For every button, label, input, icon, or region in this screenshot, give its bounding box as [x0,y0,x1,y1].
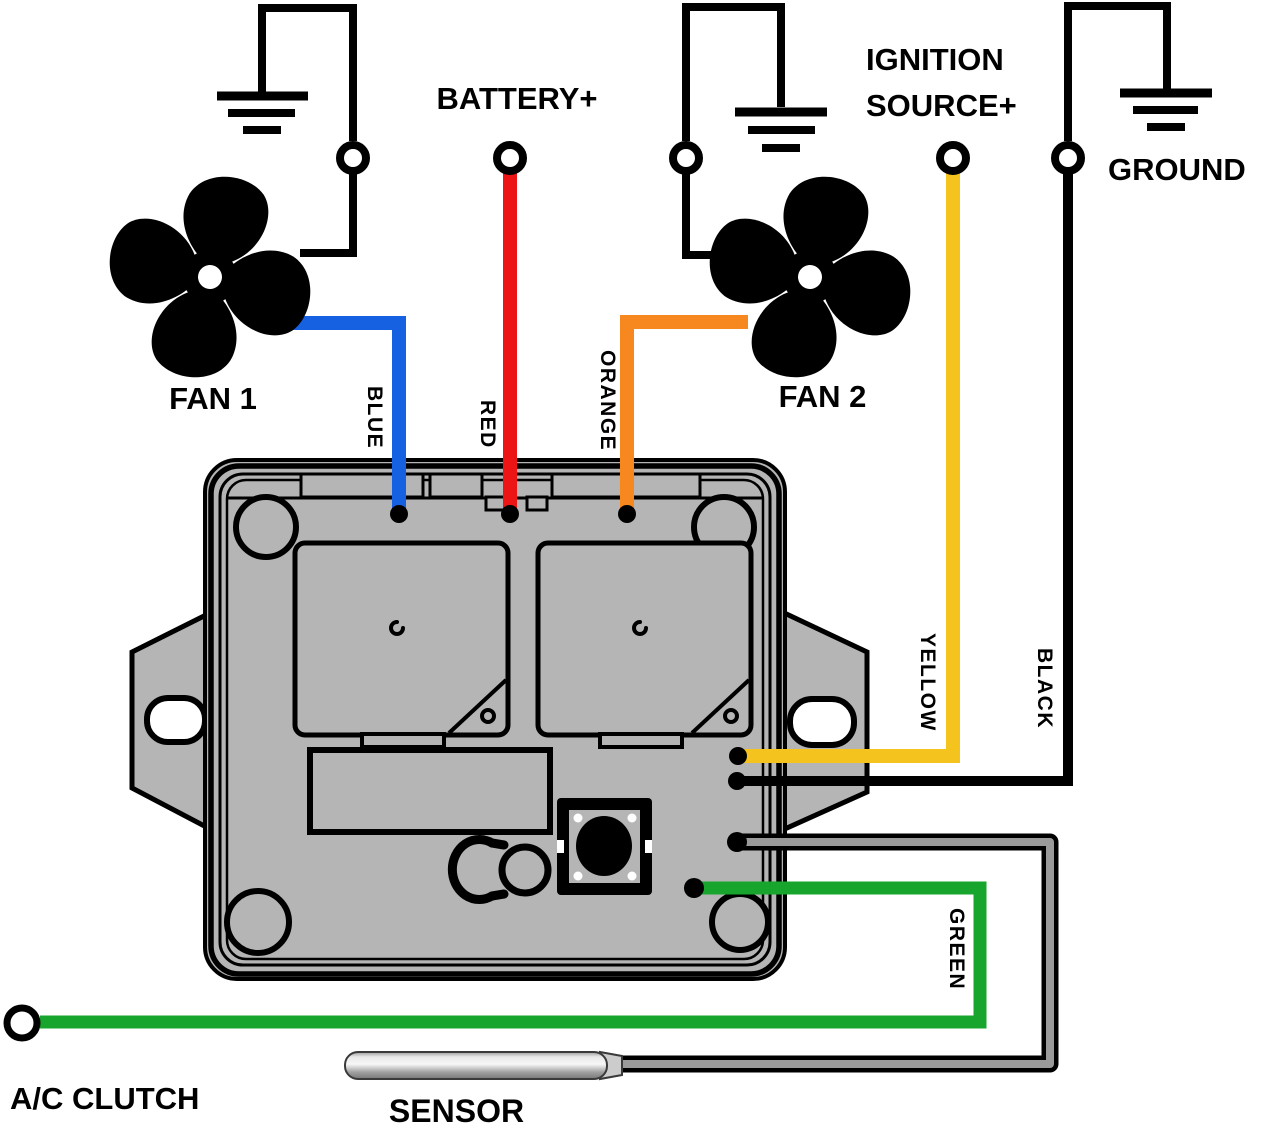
battery-ring-terminal-icon [493,141,527,175]
ignition-ring-terminal-icon [936,141,970,175]
red-wire-label: RED [476,400,499,449]
black-ground-wire [740,172,1073,786]
sensor-pin-dot [727,832,747,852]
orange-pin-dot [618,505,636,523]
temperature-probe-icon [344,1050,623,1081]
ground-ring-terminal-icon [1051,141,1085,175]
blue-wire [272,316,406,514]
fan-controller-module [129,458,870,981]
right-tab-hole [787,696,857,748]
fan1-ground-symbol-icon [217,4,357,257]
sensor-label: SENSOR [388,1093,525,1129]
battery-label: BATTERY+ [436,81,598,116]
ac-clutch-ring-terminal-icon [3,1004,41,1042]
fan2-label: FAN 2 [778,379,867,414]
orange-wire-label: ORANGE [596,350,619,452]
ignition-source-label-line2: SOURCE+ [866,88,1017,123]
fan2-icon [685,152,935,402]
relay-cover-right [535,540,754,749]
red-pin-dot [501,505,519,523]
push-button [557,798,652,895]
yellow-wire [742,172,960,763]
fan1-label: FAN 1 [169,381,257,416]
rotate-arrow-icon [447,835,509,904]
green-wire [40,881,987,1029]
sensor-wire [614,833,1059,1073]
blue-wire-label: BLUE [363,386,386,450]
green-pin-dot [684,878,704,898]
relay-cover-left [292,540,511,749]
corner-post [709,891,771,953]
ground-symbol-icon [1064,2,1212,141]
ignition-source-label-line1: IGNITION [866,42,1004,77]
fan2-ring-terminal-icon [669,141,703,175]
yellow-pin-dot [729,747,747,765]
label-plate [307,747,553,835]
blue-pin-dot [390,505,408,523]
corner-post [233,494,299,560]
ac-clutch-label: A/C CLUTCH [10,1081,200,1116]
ground-label: GROUND [1108,152,1246,187]
adjustment-dial [498,843,552,897]
fan1-icon [85,152,335,402]
orange-wire [620,315,748,514]
fan2-ground-symbol-icon [682,3,827,259]
corner-post [224,888,292,956]
black-wire-label: BLACK [1033,648,1056,729]
fan1-ring-terminal-icon [336,141,370,175]
left-tab-hole [144,695,208,745]
yellow-wire-label: YELLOW [916,633,939,732]
black-pin-dot [728,772,746,790]
green-wire-label: GREEN [945,908,968,991]
